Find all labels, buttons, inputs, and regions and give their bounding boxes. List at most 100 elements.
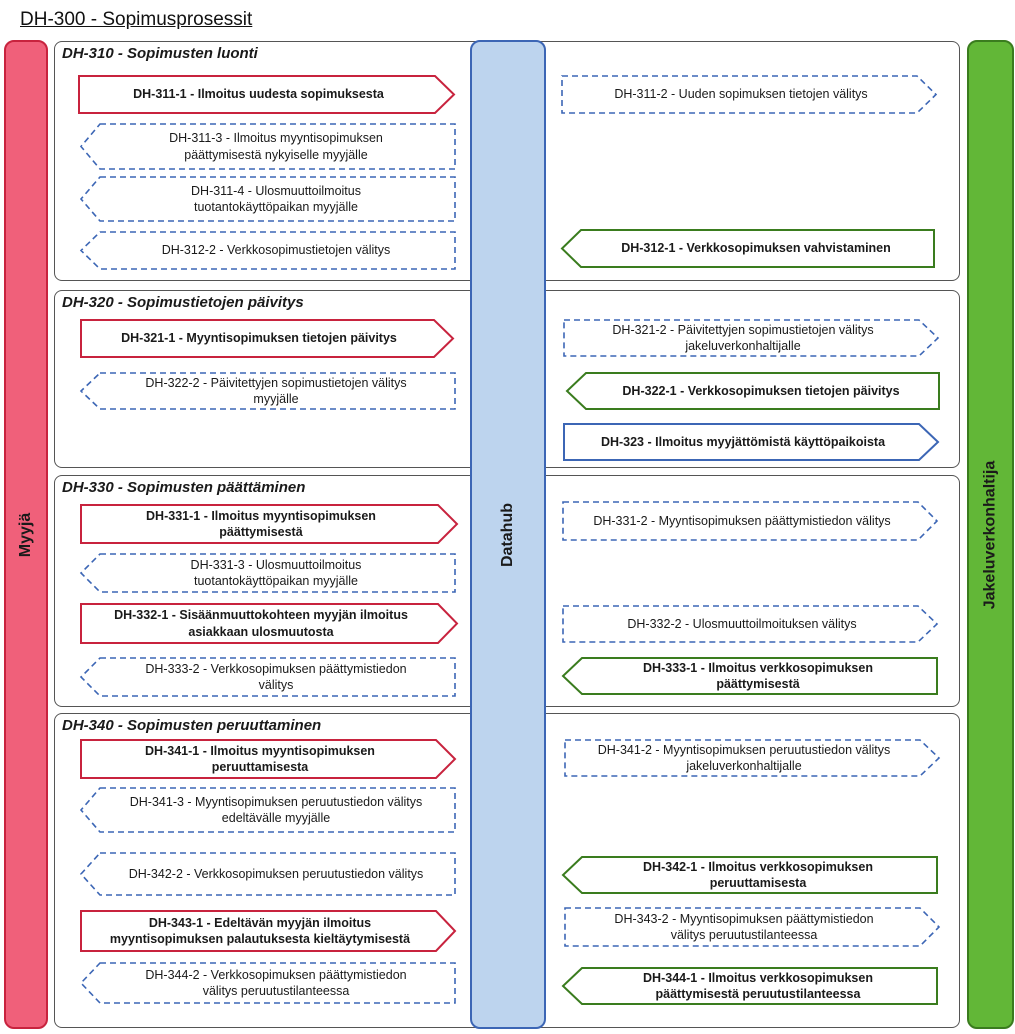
message-dh-321-1-outline xyxy=(80,319,455,358)
arrow-left-shape xyxy=(79,123,456,170)
diagram-title: DH-300 - Sopimusprosessit xyxy=(20,9,253,30)
message-dh-341-2-outline xyxy=(564,739,941,777)
message-dh-323: DH-323 - Ilmoitus myyjättömistä käyttöpa… xyxy=(563,423,940,461)
lane-jakeluverkonhaltija: Jakeluverkonhaltija xyxy=(967,40,1014,1029)
message-dh-332-1: DH-332-1 - Sisäänmuuttokohteen myyjän il… xyxy=(80,603,459,644)
message-dh-342-2: DH-342-2 - Verkkosopimuksen peruutustied… xyxy=(79,852,456,896)
arrow-left-shape xyxy=(79,852,456,896)
message-dh-332-2: DH-332-2 - Ulosmuuttoilmoituksen välitys xyxy=(562,605,939,643)
message-dh-344-1-outline xyxy=(561,967,938,1005)
arrow-right-shape xyxy=(563,423,940,461)
message-label: DH-312-1 - Verkkosopimuksen vahvistamine… xyxy=(621,241,891,256)
arrow-left-shape xyxy=(79,176,456,222)
arrow-right-shape xyxy=(78,75,456,114)
arrow-left-shape xyxy=(79,372,456,410)
message-dh-312-1: DH-312-1 - Verkkosopimuksen vahvistamine… xyxy=(560,229,935,268)
arrow-right-shape xyxy=(563,319,940,357)
lane-datahub-label: Datahub xyxy=(499,502,516,567)
arrow-left-shape xyxy=(79,231,456,270)
message-label: DH-341-3 - Myyntisopimuksen peruutustied… xyxy=(129,794,423,825)
message-label: DH-321-1 - Myyntisopimuksen tietojen päi… xyxy=(121,331,397,346)
message-label: DH-343-2 - Myyntisopimuksen päättymistie… xyxy=(614,911,874,942)
message-dh-322-1-outline xyxy=(565,372,940,410)
message-dh-343-2: DH-343-2 - Myyntisopimuksen päättymistie… xyxy=(564,907,941,947)
message-label: DH-342-2 - Verkkosopimuksen peruutustied… xyxy=(128,866,424,881)
message-dh-311-2-outline xyxy=(561,75,938,114)
message-dh-331-3-outline xyxy=(79,553,456,593)
message-dh-322-2-outline xyxy=(79,372,456,410)
message-dh-331-1-outline xyxy=(80,504,459,544)
arrow-right-shape xyxy=(80,603,459,644)
message-label: DH-311-1 - Ilmoitus uudesta sopimuksesta xyxy=(133,87,384,102)
message-dh-321-2-outline xyxy=(563,319,940,357)
message-label: DH-321-2 - Päivitettyjen sopimustietojen… xyxy=(612,322,874,353)
message-dh-332-2-outline xyxy=(562,605,939,643)
message-dh-333-1-outline xyxy=(561,657,938,695)
lane-jakeluverkonhaltija-label: Jakeluverkonhaltija xyxy=(981,460,999,609)
arrow-right-shape xyxy=(80,739,457,779)
message-label: DH-331-2 - Myyntisopimuksen päättymistie… xyxy=(593,513,891,528)
message-dh-341-3-outline xyxy=(79,787,456,833)
message-label: DH-311-2 - Uuden sopimuksen tietojen väl… xyxy=(614,87,868,102)
arrow-left-shape xyxy=(79,553,456,593)
message-dh-332-1-outline xyxy=(80,603,459,644)
arrow-left-shape xyxy=(561,967,938,1005)
message-dh-342-1-outline xyxy=(561,856,938,894)
arrow-right-shape xyxy=(564,739,941,777)
arrow-right-shape xyxy=(80,504,459,544)
arrow-right-shape xyxy=(564,907,941,947)
message-dh-321-2: DH-321-2 - Päivitettyjen sopimustietojen… xyxy=(563,319,940,357)
message-dh-331-2-outline xyxy=(562,501,939,541)
message-dh-342-2-outline xyxy=(79,852,456,896)
arrow-right-shape xyxy=(80,319,455,358)
arrow-left-shape xyxy=(79,657,456,697)
message-dh-311-1: DH-311-1 - Ilmoitus uudesta sopimuksesta xyxy=(78,75,456,114)
message-dh-341-2: DH-341-2 - Myyntisopimuksen peruutustied… xyxy=(564,739,941,777)
section-title: DH-310 - Sopimusten luonti xyxy=(62,45,258,62)
section-title: DH-330 - Sopimusten päättäminen xyxy=(62,479,306,496)
arrow-left-shape xyxy=(79,787,456,833)
arrow-right-shape xyxy=(80,910,457,952)
message-dh-343-2-outline xyxy=(564,907,941,947)
message-dh-331-2: DH-331-2 - Myyntisopimuksen päättymistie… xyxy=(562,501,939,541)
message-dh-311-4-outline xyxy=(79,176,456,222)
message-dh-312-2: DH-312-2 - Verkkosopimustietojen välitys xyxy=(79,231,456,270)
message-dh-311-1-outline xyxy=(78,75,456,114)
message-dh-321-1: DH-321-1 - Myyntisopimuksen tietojen päi… xyxy=(80,319,455,358)
message-label: DH-332-2 - Ulosmuuttoilmoituksen välitys xyxy=(627,616,857,631)
message-label: DH-332-1 - Sisäänmuuttokohteen myyjän il… xyxy=(114,608,408,639)
message-dh-322-2: DH-322-2 - Päivitettyjen sopimustietojen… xyxy=(79,372,456,410)
section-title: DH-340 - Sopimusten peruuttaminen xyxy=(62,717,322,734)
arrow-left-shape xyxy=(79,962,456,1004)
arrow-right-shape xyxy=(562,501,939,541)
arrow-left-shape xyxy=(561,856,938,894)
message-dh-333-2-outline xyxy=(79,657,456,697)
message-label: DH-312-2 - Verkkosopimustietojen välitys xyxy=(161,243,391,258)
arrow-left-shape xyxy=(565,372,940,410)
lane-myyja: Myyjä xyxy=(4,40,48,1029)
message-label: DH-344-2 - Verkkosopimuksen päättymistie… xyxy=(145,967,407,998)
message-label: DH-322-2 - Päivitettyjen sopimustietojen… xyxy=(145,375,407,406)
lane-datahub: Datahub xyxy=(470,40,546,1029)
section-title: DH-320 - Sopimustietojen päivitys xyxy=(62,294,304,311)
arrow-left-shape xyxy=(560,229,935,268)
message-dh-312-2-outline xyxy=(79,231,456,270)
message-dh-311-2: DH-311-2 - Uuden sopimuksen tietojen väl… xyxy=(561,75,938,114)
arrow-right-shape xyxy=(561,75,938,114)
message-dh-333-2: DH-333-2 - Verkkosopimuksen päättymistie… xyxy=(79,657,456,697)
